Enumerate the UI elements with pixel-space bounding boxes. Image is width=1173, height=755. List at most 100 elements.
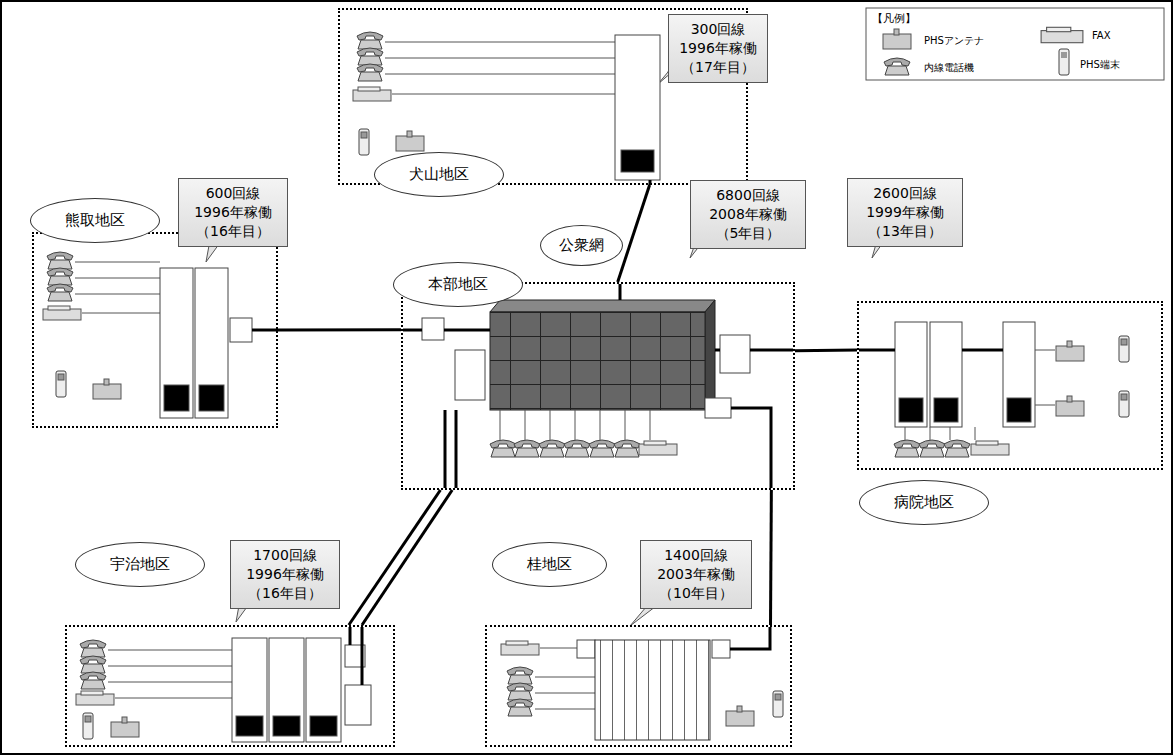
drawing-use <box>76 691 114 705</box>
drawing-use <box>564 440 590 457</box>
drawing-use <box>490 440 516 457</box>
trunk-line <box>349 490 441 625</box>
trunk-line <box>770 490 772 625</box>
area-name: 本部地区 <box>393 262 523 307</box>
drawing-rect <box>615 35 660 180</box>
trunk-line <box>362 490 452 625</box>
drawing-use <box>80 640 106 657</box>
drawing-rect <box>310 716 337 736</box>
line-info: 600回線 1996年稼働 （16年目） <box>185 184 281 241</box>
area-name: 宇治地区 <box>75 542 205 587</box>
hospital-equipment <box>859 322 1129 457</box>
katsura-equipment <box>501 627 783 740</box>
drawing-use <box>396 131 424 151</box>
drawing-use <box>357 32 383 49</box>
drawing-use <box>507 699 533 716</box>
drawing-use <box>83 713 93 739</box>
drawing-rect <box>232 638 267 742</box>
drawing-rect <box>705 398 731 418</box>
area-name: 熊取地区 <box>30 198 160 243</box>
area-box: 本部地区 <box>401 282 795 490</box>
trunk-line <box>618 185 650 282</box>
drawing-use <box>539 440 565 457</box>
drawing-use <box>1056 396 1084 416</box>
drawing-path <box>905 427 975 440</box>
drawing-rect <box>934 398 958 422</box>
trunk-line <box>278 329 401 330</box>
drawing-use <box>514 440 540 457</box>
area-name: 桂地区 <box>492 542 607 587</box>
uji-equipment <box>76 627 371 742</box>
drawing-rect <box>160 268 193 418</box>
legend-text: FAX <box>1092 30 1111 41</box>
drawing-rect <box>273 716 300 736</box>
legend-box <box>866 8 1164 80</box>
drawing-rect <box>866 8 1164 80</box>
drawing-rect <box>230 318 252 342</box>
drawing-use <box>1059 49 1069 75</box>
drawing-path <box>403 329 490 332</box>
drawing-polygon <box>490 300 715 312</box>
drawing-use <box>80 672 106 689</box>
drawing-rect <box>164 385 189 411</box>
honbu-equipment <box>403 284 793 488</box>
drawing-rect <box>422 318 444 340</box>
drawing-rect <box>930 322 962 427</box>
trunk-line-path <box>618 185 650 282</box>
network-name: 公衆網 <box>559 236 604 255</box>
trunk-line-path <box>362 490 452 625</box>
drawing-use <box>614 440 640 457</box>
drawing-polygon <box>705 300 715 410</box>
trunk-line-path <box>278 328 401 331</box>
trunk-line-path <box>349 490 441 625</box>
drawing-path <box>859 349 1003 352</box>
drawing-use <box>47 284 73 301</box>
drawing-rect <box>1003 322 1035 427</box>
network-oval: 公衆網 <box>540 225 623 266</box>
drawing-use <box>507 667 533 684</box>
area-name: 犬山地区 <box>374 152 504 197</box>
drawing-path <box>500 410 650 440</box>
drawing-use <box>971 441 1009 455</box>
callout-box: 2600回線 1999年稼働 （13年目） <box>847 178 963 247</box>
drawing-use <box>507 683 533 700</box>
area-box: 宇治地区 <box>65 625 395 747</box>
area-box: 病院地区 <box>857 301 1163 470</box>
callout-tails <box>206 60 892 626</box>
drawing-rect <box>720 335 750 373</box>
drawing-use <box>883 29 911 49</box>
drawing-use <box>1119 336 1129 362</box>
drawing-use <box>111 717 139 737</box>
line-info: 2600回線 1999年稼働 （13年目） <box>854 184 956 241</box>
drawing-path <box>619 284 622 300</box>
drawing-use <box>884 58 910 75</box>
legend-text: PHS端末 <box>1080 58 1120 72</box>
drawing-rect <box>621 150 654 172</box>
legend-title: 【凡例】 <box>872 11 916 26</box>
drawing-use <box>944 440 970 457</box>
drawing-use <box>726 706 754 726</box>
drawing-use <box>47 268 73 285</box>
drawing-use <box>80 656 106 673</box>
drawing-path <box>731 408 771 488</box>
callout-box: 1400回線 2003年稼働 （10年目） <box>640 540 752 609</box>
legend-text: PHSアンテナ <box>924 34 984 48</box>
drawing-path <box>75 262 160 313</box>
drawing-rect <box>236 716 263 736</box>
drawing-use <box>353 87 391 101</box>
drawing-use <box>359 129 369 155</box>
area-box: 桂地区 <box>485 625 792 747</box>
drawing-rect <box>306 638 341 742</box>
drawing-rect <box>895 322 927 427</box>
drawing-use <box>894 440 920 457</box>
drawing-use <box>357 48 383 65</box>
drawing-rect <box>195 268 228 418</box>
drawing-use <box>919 440 945 457</box>
drawing-use <box>47 252 73 269</box>
drawing-rect <box>1007 398 1031 422</box>
drawing-use <box>501 641 539 655</box>
drawing-rect <box>595 640 710 740</box>
